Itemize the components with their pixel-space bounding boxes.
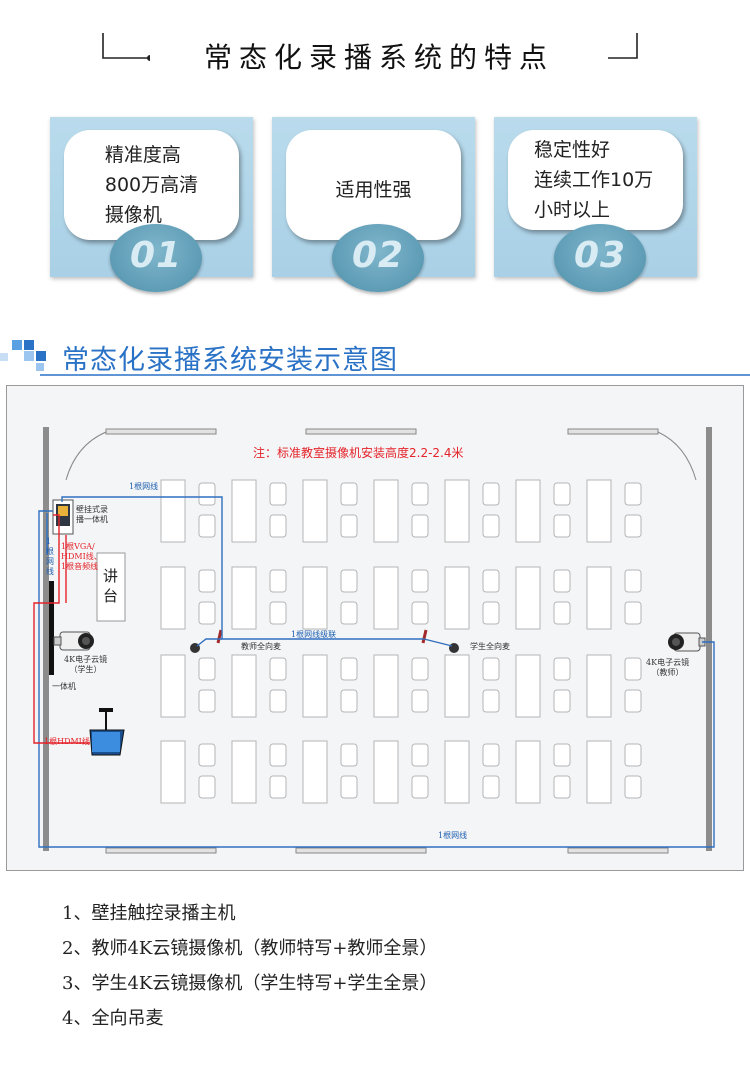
legend-item: 3、学生4K云镜摄像机（学生特写+学生全景）	[62, 973, 438, 994]
feature-card-2: 适用性强 02	[272, 117, 475, 292]
classroom-plan	[6, 385, 744, 871]
legend-item: 4、全向吊麦	[62, 1008, 164, 1029]
net-cable-bottom-label: 1根网线	[438, 831, 468, 840]
teacher-camera-label: 4K电子云镜 （教师）	[646, 658, 690, 677]
feature-card-2-label: 适用性强	[335, 179, 412, 201]
feature-card-3-text: 稳定性好 连续工作10万 小时以上	[534, 139, 654, 221]
feature-card-3: 稳定性好 连续工作10万 小时以上 03	[494, 117, 697, 292]
feature-card-2-number: 02	[332, 224, 424, 292]
install-height-note: 注：标准教室摄像机安装高度2.2-2.4米	[253, 446, 464, 460]
feature-card-2-text: 适用性强	[286, 130, 461, 240]
legend-item: 2、教师4K云镜摄像机（教师特写+教师全景）	[62, 938, 438, 959]
net-cable-top-label: 1根网线	[129, 482, 159, 491]
student-camera-label: 4K电子云镜 （学生）	[64, 655, 108, 674]
feature-card-3-panel: 稳定性好 连续工作10万 小时以上	[508, 130, 683, 230]
teacher-camera-icon	[668, 632, 706, 652]
section2-title: 常态化录播系统安装示意图	[62, 345, 398, 376]
teacher-mic-label: 教师全向麦	[241, 642, 281, 651]
feature-card-1-text: 精准度高 800万高清 摄像机	[104, 144, 199, 226]
features-title: 常态化录播系统的特点	[150, 36, 608, 76]
net-cable-vertical-label: 1 根 网 线	[46, 537, 54, 576]
classroom-diagram: 注：标准教室摄像机安装高度2.2-2.4米 壁挂式录 播一体机 1根VGA/ H…	[6, 385, 744, 871]
features-header: 常态化录播系统的特点	[0, 0, 750, 100]
section2-decor	[0, 340, 750, 376]
student-camera-icon	[53, 631, 94, 651]
feature-card-1: 精准度高 800万高清 摄像机 01	[50, 117, 253, 292]
all-in-one-label: 一体机	[52, 682, 76, 691]
podium-label: 讲 台	[103, 567, 119, 605]
legend-item: 1、壁挂触控录播主机	[62, 903, 236, 924]
student-mic-label: 学生全向麦	[470, 642, 510, 651]
equipment-legend: 1、壁挂触控录播主机 2、教师4K云镜摄像机（教师特写+教师全景） 3、学生4K…	[62, 902, 437, 1042]
feature-card-1-panel: 精准度高 800万高清 摄像机	[64, 130, 239, 240]
wall-recorder-label: 壁挂式录 播一体机	[76, 505, 108, 524]
feature-card-1-number: 01	[110, 224, 202, 292]
net-cable-cascade-label: 1根网线级联	[291, 630, 337, 639]
hdmi-cable-label: 1根HDMI线	[44, 737, 90, 746]
vga-cable-label: 1根VGA/ HDMI线、 1根音频线	[61, 542, 102, 571]
feature-card-2-panel: 适用性强	[286, 130, 461, 240]
feature-card-3-number: 03	[554, 224, 646, 292]
